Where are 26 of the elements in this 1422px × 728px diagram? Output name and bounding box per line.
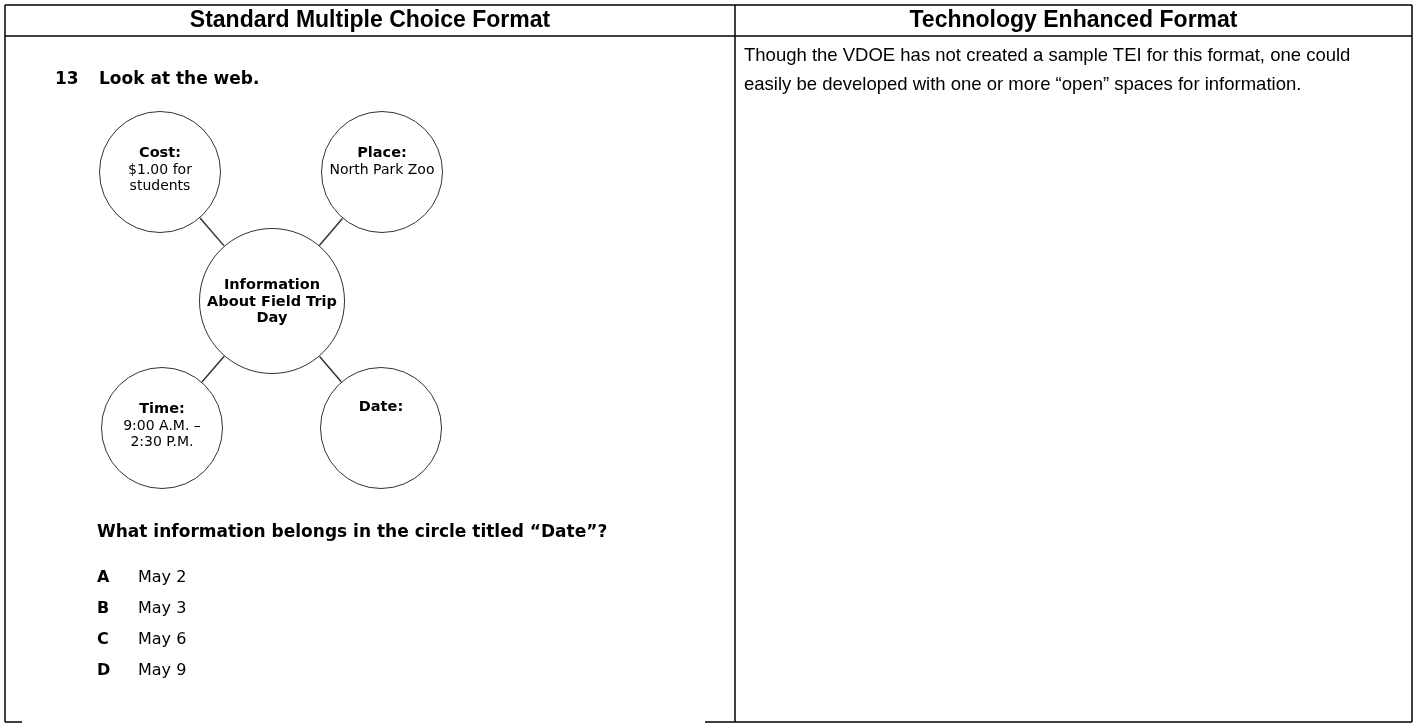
circle-title: Date:: [358, 398, 404, 415]
answer-option: May 9: [138, 660, 187, 679]
circle-text: 9:00 A.M. – 2:30 P.M.: [122, 416, 202, 449]
answer-option: May 3: [138, 598, 187, 617]
question-number: 13: [55, 68, 79, 88]
answer-letter: A: [97, 567, 110, 586]
question-text: What information belongs in the circle titled “Date”?: [97, 521, 608, 541]
question-prompt: Look at the web.: [99, 68, 260, 88]
answer-letter: C: [97, 629, 109, 648]
connector-line: [318, 217, 344, 247]
answer-letter: D: [97, 660, 111, 679]
answer-option: May 6: [138, 629, 187, 648]
column-header: Technology Enhanced Format: [908, 6, 1239, 33]
circle-title: Place:: [357, 144, 407, 161]
circle-title: Time:: [139, 400, 185, 417]
column-header: Standard Multiple Choice Format: [188, 6, 552, 33]
answer-option: May 2: [138, 567, 187, 586]
answer-letter: B: [97, 598, 110, 617]
connector-line: [199, 217, 225, 247]
body-paragraph: Though the VDOE has not created a sample TEI for this format, one could easily be developed with one or more “open” spaces for information.: [744, 43, 1352, 96]
circle-text: $1.00 for students: [127, 160, 193, 193]
circle-title: Information About Field Trip Day: [206, 276, 338, 326]
connector-line: [318, 355, 342, 383]
circle-title: Cost:: [139, 144, 181, 161]
connector-line: [201, 355, 225, 383]
circle-text: North Park Zoo: [329, 160, 435, 177]
